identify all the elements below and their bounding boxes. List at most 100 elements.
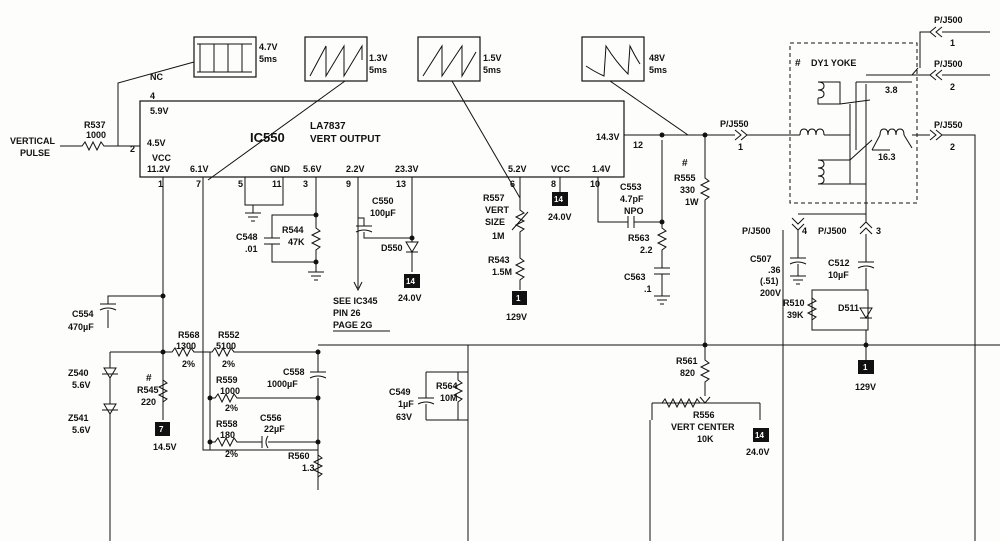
r559-resistor (210, 392, 318, 404)
c549-rating: 63V (396, 412, 412, 422)
r564-value: 10M (440, 393, 458, 403)
c554-capacitor (99, 295, 163, 328)
pj500c-label: P/J500 (742, 226, 771, 236)
supply-1b-box (858, 360, 874, 374)
c553-value: 4.7pF (620, 194, 644, 204)
r510-value: 39K (787, 310, 804, 320)
c548-capacitor (264, 214, 316, 263)
pj500-4-c507 (789, 213, 866, 285)
r543-value: 1.5M (492, 267, 512, 277)
z540-value: 5.6V (72, 380, 91, 390)
r552-tolerance: 2% (222, 359, 235, 369)
r558-c556-chain (210, 435, 318, 449)
waveform-3-time: 5ms (483, 65, 501, 75)
ic550-body (139, 100, 625, 178)
zener-stack (102, 352, 118, 460)
r556-pot (651, 396, 761, 420)
r555-value: 330 (680, 185, 695, 195)
c558-value: 1000µF (267, 379, 298, 389)
c512-value: 10µF (828, 270, 849, 280)
waveform-1-time: 5ms (259, 54, 277, 64)
r556-label: VERT CENTER (671, 422, 735, 432)
r555-rating: 1W (685, 197, 699, 207)
pin-nc-label: NC (150, 72, 163, 82)
pin10-number: 10 (590, 179, 600, 189)
r560-ref: R560 (288, 451, 310, 461)
r555-ref: R555 (674, 173, 696, 183)
r564-resistor (452, 372, 464, 420)
supply-1b-voltage: 129V (855, 382, 876, 392)
pin5-number: 5 (238, 179, 243, 189)
r563-c563-chain (654, 140, 670, 305)
pin2-number: 2 (130, 144, 135, 154)
pin4-voltage: 5.9V (150, 106, 169, 116)
r556-value: 10K (697, 434, 714, 444)
pj550a-pin: 1 (738, 142, 743, 152)
pin1-voltage: 11.2V (147, 164, 170, 174)
waveform-2-time: 5ms (369, 65, 387, 75)
yoke-coil-top (817, 81, 841, 105)
pj550a-label: P/J550 (720, 119, 749, 129)
c548-ref: C548 (236, 232, 258, 242)
supply-14a-number: 14 (406, 277, 415, 286)
r557-line3: SIZE (485, 217, 505, 227)
waveform-3-voltage: 1.5V (483, 53, 502, 63)
supply-7-voltage: 14.5V (153, 442, 177, 452)
r545-hash: # (146, 373, 152, 384)
waveform-2: 1.3V 5ms (304, 36, 388, 82)
pin12-number: 12 (633, 140, 643, 150)
yoke-label: DY1 YOKE (811, 58, 856, 68)
c507-alt-value: (.51) (760, 276, 779, 286)
pj550b-pin: 2 (950, 142, 955, 152)
yoke-assembly (789, 42, 918, 204)
r561-ref: R561 (676, 356, 698, 366)
r537-resistor (60, 140, 140, 152)
pin3-voltage: 5.6V (303, 164, 322, 174)
pj500c-pin: 4 (802, 226, 807, 236)
r568-ref: R568 (178, 330, 200, 340)
d511-diode (859, 307, 873, 360)
pj500-1-connector (919, 26, 990, 68)
c554-value: 470µF (68, 322, 94, 332)
c556-value: 22µF (264, 424, 285, 434)
c550-ref: C550 (372, 196, 394, 206)
pin4-number: 4 (150, 91, 155, 101)
r557-value: 1M (492, 231, 505, 241)
yoke-coil-left (799, 128, 850, 136)
pj550-2-connector (912, 129, 1000, 346)
c558-capacitor (309, 352, 327, 490)
r557-r543-chain (514, 177, 526, 290)
r559-tolerance: 2% (225, 403, 238, 413)
pin14-voltage: 14.3V (596, 132, 620, 142)
waveform-1: 4.7V 5ms (193, 36, 278, 78)
r545-ref: R545 (137, 385, 159, 395)
pj500-2-connector (912, 69, 990, 81)
pin9-voltage: 2.2V (346, 164, 365, 174)
c553-ref: C553 (620, 182, 642, 192)
d550-ref: D550 (381, 243, 403, 253)
pj500b-pin: 2 (950, 82, 955, 92)
pj550b-label: P/J550 (934, 120, 963, 130)
r545-value: 220 (141, 397, 156, 407)
d550-diode (405, 177, 419, 272)
pin13-number: 13 (396, 179, 406, 189)
pin6-voltage: 5.2V (508, 164, 527, 174)
pj500a-pin: 1 (950, 38, 955, 48)
r537-ref: R537 (84, 120, 106, 130)
z541-value: 5.6V (72, 425, 91, 435)
yoke-coil-bottom (817, 159, 866, 185)
pj500d-label: P/J500 (818, 226, 847, 236)
yoke-163: 16.3 (878, 152, 896, 162)
c512-ref: C512 (828, 258, 850, 268)
r555-hash: # (682, 158, 688, 169)
c558-ref: C558 (283, 367, 305, 377)
r510-d511-box (811, 289, 869, 331)
r561-value: 820 (680, 368, 695, 378)
pin11-number: 11 (272, 179, 282, 189)
see-line2: PIN 26 (333, 308, 361, 318)
z541-ref: Z541 (68, 413, 89, 423)
c507-rating: 200V (760, 288, 781, 298)
supply-7-number: 7 (159, 425, 164, 434)
